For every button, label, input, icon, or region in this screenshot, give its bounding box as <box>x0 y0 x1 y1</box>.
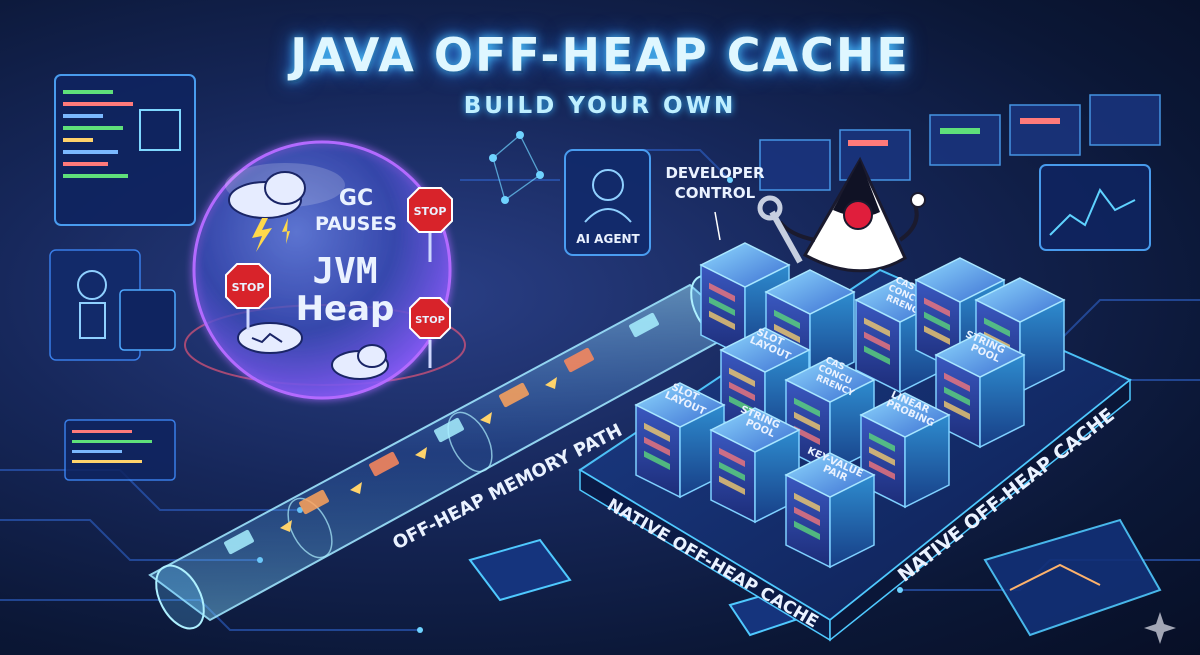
cube-top-face <box>719 327 811 373</box>
cube-top-face <box>784 452 876 498</box>
cube-top-face <box>709 407 801 453</box>
developer-label-line1: DEVELOPER <box>665 164 765 182</box>
jvm-label-line2: Heap <box>296 289 395 329</box>
developer-label-line2: CONTROL <box>675 184 756 202</box>
java-duke-mascot-icon <box>778 156 926 273</box>
cube-top-face <box>634 382 726 428</box>
cube-detail-bar <box>869 432 895 452</box>
cube-detail-bar <box>864 345 890 365</box>
left-robot-panel <box>49 249 176 361</box>
stop-text-left: STOP <box>232 281 265 294</box>
left-code-monitor <box>54 74 196 226</box>
data-packets <box>224 312 659 555</box>
ai-agent-label: AI AGENT <box>576 232 640 246</box>
left-lower-code-panel <box>64 419 176 481</box>
stop-text-right: STOP <box>415 315 445 326</box>
cube-detail-bar <box>944 400 970 420</box>
gc-label-line2: PAUSES <box>315 213 397 235</box>
cube-detail-bar <box>864 331 890 351</box>
cube-detail-bar <box>794 411 820 431</box>
storm-cloud-icon <box>228 171 306 252</box>
cube-detail-bar <box>719 461 745 481</box>
cube-detail-bar <box>794 425 820 445</box>
cube-detail-bar <box>924 311 950 331</box>
cube-detail-bar <box>709 282 735 302</box>
cube-top-face <box>699 242 791 288</box>
cube-detail-bar <box>719 447 745 467</box>
cube-detail-bar <box>774 323 800 343</box>
cube-detail-bar <box>709 310 735 330</box>
cloud-icon-left <box>237 322 303 354</box>
jvm-label-line1: JVM <box>312 251 377 292</box>
bottom-left-grid-chip <box>468 538 572 602</box>
ai-agent-panel: AI AGENT <box>564 149 651 256</box>
right-data-racks <box>759 94 1161 191</box>
cube-detail-bar <box>869 460 895 480</box>
right-chart-panel <box>1039 164 1151 251</box>
cube-detail-bar <box>944 386 970 406</box>
network-graph <box>492 134 541 201</box>
cube-detail-bar <box>729 367 755 387</box>
sparkle-icon <box>1144 612 1176 644</box>
stop-sign-icon-top: STOP <box>407 187 453 262</box>
cube-top-face <box>974 277 1066 323</box>
cube-detail-bar <box>644 450 670 471</box>
developer-pointer-arrow <box>714 211 721 241</box>
cache-cube <box>699 242 791 359</box>
stop-text-top: STOP <box>414 205 447 218</box>
cube-top-face <box>764 269 856 315</box>
cube-detail-bar <box>924 325 950 345</box>
cube-detail-bar <box>924 297 950 317</box>
cube-detail-bar <box>719 475 745 495</box>
cube-detail-bar <box>729 395 755 415</box>
stop-sign-icon-right: STOP <box>409 297 451 368</box>
cube-detail-bar <box>794 397 820 417</box>
cube-detail-bar <box>709 296 735 316</box>
page-subtitle: BUILD YOUR OWN <box>463 93 737 119</box>
wrench-icon <box>757 195 803 264</box>
bottom-right-map-panel <box>983 518 1162 637</box>
cube-detail-bar <box>944 372 970 392</box>
cube-detail-bar <box>794 506 820 526</box>
page-title: JAVA OFF-HEAP CACHE <box>290 28 910 82</box>
cube-top-face <box>914 257 1006 303</box>
cube-detail-bar <box>644 422 670 443</box>
cube-detail-bar <box>729 381 755 401</box>
cube-top-face <box>784 357 876 403</box>
cube-detail-bar <box>644 436 670 457</box>
stop-sign-icon-left: STOP <box>225 263 271 330</box>
cube-detail-bar <box>869 446 895 466</box>
cube-detail-bar <box>864 317 890 337</box>
cube-detail-bar <box>794 520 820 540</box>
cloud-icon-right <box>331 344 389 380</box>
cube-top-face <box>934 332 1026 378</box>
gc-label-line1: GC <box>339 186 373 211</box>
cube-top-face <box>859 392 951 438</box>
flow-arrows <box>280 377 557 532</box>
cube-detail-bar <box>774 309 800 329</box>
cube-detail-bar <box>984 317 1010 337</box>
cube-detail-bar <box>794 492 820 512</box>
